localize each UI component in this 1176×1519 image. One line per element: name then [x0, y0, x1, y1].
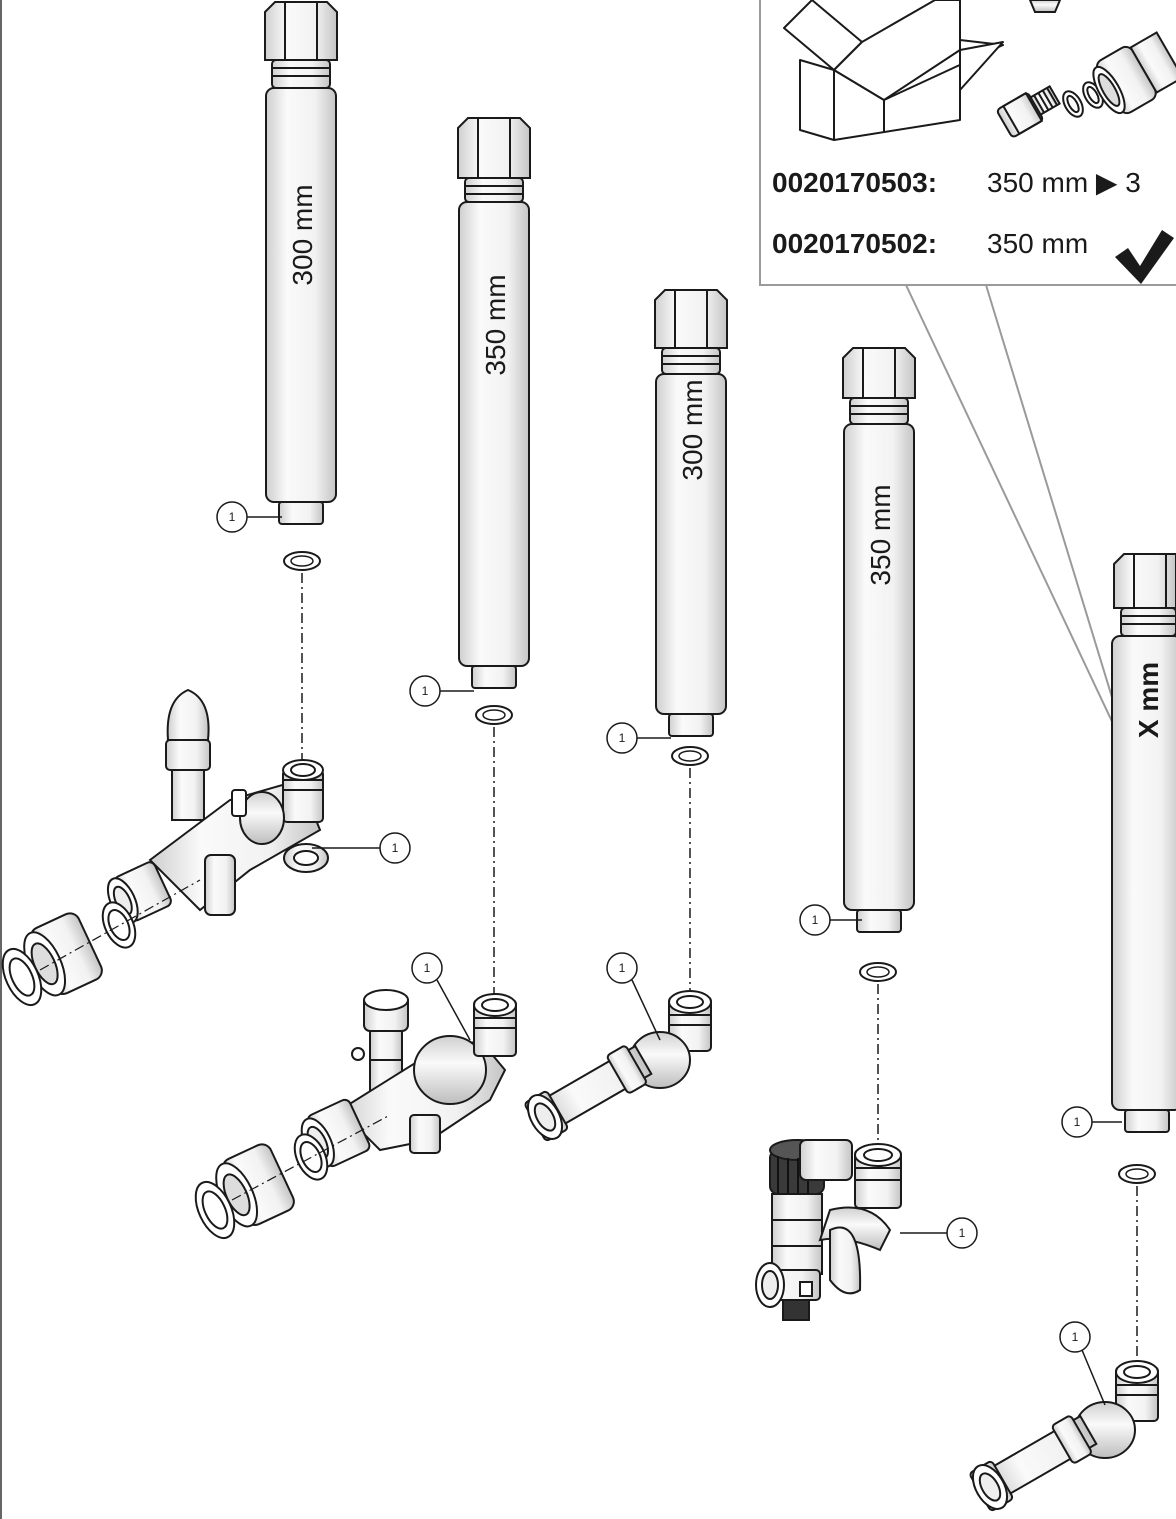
- pipe-5: X mm: [1111, 553, 1176, 1133]
- package-info-panel: 0020170503: 350 mm ▶ 3 0020170502: 350 m…: [759, 0, 1176, 767]
- elbow-fitting-2: [969, 1360, 1159, 1512]
- svg-text:1: 1: [619, 961, 626, 975]
- check-mark-icon: [1115, 230, 1174, 284]
- svg-text:1: 1: [392, 841, 399, 855]
- callout-1: 1: [409, 675, 474, 707]
- part-number-2: 0020170502:: [772, 228, 937, 259]
- svg-text:1: 1: [1072, 1330, 1079, 1344]
- callout-1: 1: [606, 722, 671, 754]
- callout-1: 1: [216, 501, 282, 533]
- callout-1: 1: [1061, 1106, 1122, 1138]
- part-number-1: 0020170503:: [772, 167, 937, 198]
- part-length-1: 350 mm ▶ 3: [987, 167, 1141, 198]
- valve-assembly-3: [755, 1139, 902, 1321]
- pipe-2: 350 mm: [457, 117, 531, 689]
- valve-assembly-1: [106, 688, 329, 925]
- callout-1: 1: [606, 952, 661, 1041]
- svg-text:1: 1: [422, 684, 429, 698]
- svg-text:1: 1: [229, 510, 236, 524]
- pipe-4: 350 mm: [842, 347, 916, 933]
- callout-1: 1: [799, 904, 862, 936]
- svg-text:1: 1: [812, 913, 819, 927]
- elbow-fitting-1: [524, 990, 712, 1142]
- svg-text:1: 1: [619, 731, 626, 745]
- pipe-4-length-label: 350 mm: [865, 484, 896, 585]
- pipe-5-length-label: X mm: [1133, 662, 1164, 738]
- callout-1: 1: [900, 1217, 978, 1249]
- callout-1: 1: [411, 952, 471, 1041]
- pipe-1-length-label: 300 mm: [287, 184, 318, 285]
- package-box-icon: [783, 0, 1004, 141]
- callout-1: 1: [1059, 1321, 1106, 1406]
- union-nut-1: [1, 901, 137, 1007]
- svg-text:1: 1: [959, 1226, 966, 1240]
- pipe-1: 300 mm: [264, 1, 338, 525]
- pipe-3-length-label: 300 mm: [677, 379, 708, 480]
- pipe-3: 300 mm: [654, 289, 728, 737]
- fitting-set-icon: [996, 0, 1176, 138]
- pipe-2-length-label: 350 mm: [480, 274, 511, 375]
- valve-assembly-2: [300, 989, 517, 1168]
- svg-text:1: 1: [1074, 1115, 1081, 1129]
- part-length-2: 350 mm: [987, 228, 1088, 259]
- svg-text:1: 1: [424, 961, 431, 975]
- union-nut-2: [194, 1133, 329, 1240]
- callout-1: 1: [312, 832, 411, 864]
